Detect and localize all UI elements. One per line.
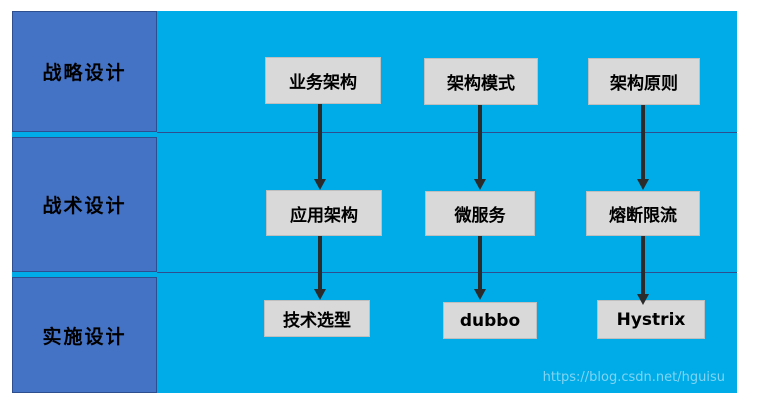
- node-architecture-pattern[interactable]: 架构模式: [424, 58, 538, 105]
- phase-label-implementation-text: 实施设计: [42, 325, 127, 348]
- node-microservice[interactable]: 微服务: [425, 191, 535, 236]
- phase-label-strategic: 战略设计: [12, 11, 157, 132]
- node-circuit-breaker[interactable]: 熔断限流: [586, 191, 700, 236]
- phase-label-tactical-text: 战术设计: [42, 195, 127, 217]
- node-architecture-principle[interactable]: 架构原则: [588, 58, 700, 105]
- node-technology-selection[interactable]: 技术选型: [264, 300, 370, 337]
- phase-label-tactical: 战术设计: [12, 137, 157, 272]
- node-hystrix[interactable]: Hystrix: [597, 300, 705, 339]
- phase-label-strategic-text: 战略设计: [42, 62, 127, 84]
- architecture-diagram: 战略设计 战术设计 实施设计 业务架构 架构模式 架构原则 应用架构 微服务 熔…: [12, 11, 737, 393]
- watermark-url: https://blog.csdn.net/hguisu: [542, 370, 725, 385]
- node-application-architecture[interactable]: 应用架构: [266, 190, 382, 236]
- node-dubbo[interactable]: dubbo: [443, 302, 537, 339]
- phase-label-implementation: 实施设计: [12, 277, 157, 393]
- row-divider-1: [157, 132, 737, 133]
- row-divider-2: [157, 272, 737, 273]
- node-business-architecture[interactable]: 业务架构: [265, 57, 381, 104]
- phase-label-column: 战略设计 战术设计 实施设计: [12, 11, 157, 393]
